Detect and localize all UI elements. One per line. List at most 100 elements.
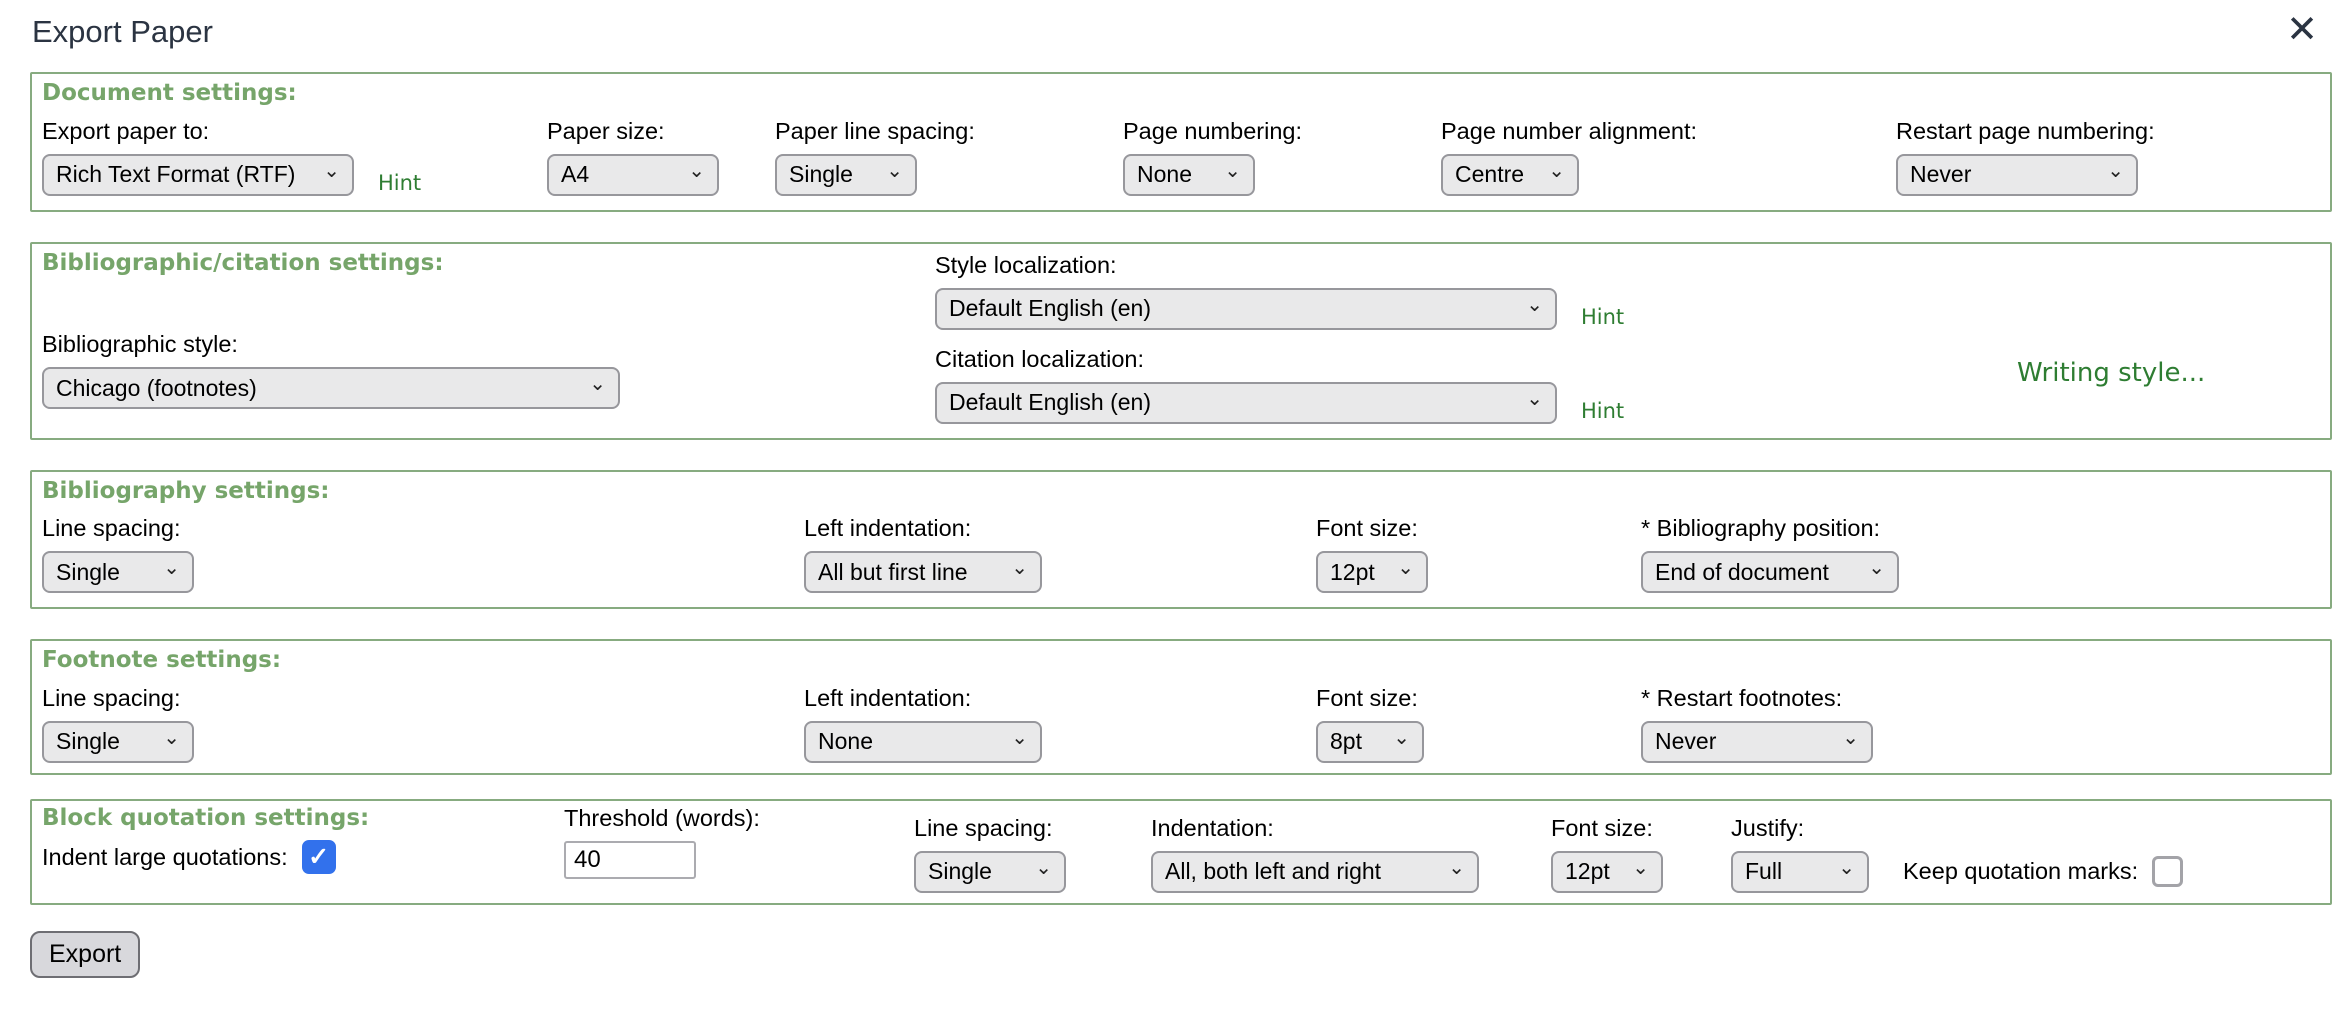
justify-value: Full [1745, 858, 1783, 885]
quotation-font-size-value: 12pt [1565, 858, 1610, 885]
chevron-down-icon: ⌄ [1397, 557, 1414, 580]
restart-page-numbering-select[interactable]: Never ⌄ [1896, 153, 2138, 196]
chevron-down-icon: ⌄ [2107, 159, 2124, 182]
paper-size-value: A4 [561, 161, 590, 188]
quotation-line-spacing-value: Single [928, 858, 992, 885]
page-numbering-value: None [1137, 161, 1192, 188]
citation-localization-hint-link[interactable]: Hint [1581, 398, 1625, 423]
writing-style-link[interactable]: Writing style... [2017, 357, 2206, 388]
bibliographic-style-select[interactable]: Chicago (footnotes) ⌄ [42, 367, 620, 410]
quotation-indentation-label: Indentation: [1151, 814, 1274, 841]
keep-quotation-marks-label: Keep quotation marks: [1903, 857, 2139, 884]
bibliography-line-spacing-label: Line spacing: [42, 515, 181, 542]
chevron-down-icon: ⌄ [1526, 293, 1543, 316]
bibliographic-style-label: Bibliographic style: [42, 331, 238, 358]
quotation-font-size-label: Font size: [1551, 814, 1653, 841]
quotation-font-size-select[interactable]: 12pt ⌄ [1551, 850, 1663, 893]
keep-quotation-marks-checkbox[interactable]: ✓ [2152, 855, 2184, 887]
chevron-down-icon: ⌄ [886, 159, 903, 182]
page-number-alignment-select[interactable]: Centre ⌄ [1441, 153, 1579, 196]
style-localization-label: Style localization: [935, 251, 1117, 278]
citation-localization-value: Default English (en) [949, 389, 1151, 416]
quotation-indentation-value: All, both left and right [1165, 858, 1382, 885]
chevron-down-icon: ⌄ [1035, 856, 1052, 879]
block-quotation-settings-section: Block quotation settings: Indent large q… [30, 798, 2332, 905]
chevron-down-icon: ⌄ [1448, 856, 1465, 879]
chevron-down-icon: ⌄ [688, 159, 705, 182]
restart-page-numbering-label: Restart page numbering: [1896, 117, 2155, 144]
export-paper-to-label: Export paper to: [42, 117, 210, 144]
footnote-font-size-label: Font size: [1316, 684, 1418, 711]
chevron-down-icon: ⌄ [1548, 159, 1565, 182]
footnote-font-size-value: 8pt [1330, 728, 1362, 755]
threshold-words-input[interactable] [564, 840, 696, 879]
chevron-down-icon: ⌄ [323, 159, 340, 182]
style-localization-hint-link[interactable]: Hint [1581, 304, 1625, 329]
bibliography-font-size-select[interactable]: 12pt ⌄ [1316, 551, 1428, 594]
page-title: Export Paper [32, 14, 213, 49]
footnote-line-spacing-select[interactable]: Single ⌄ [42, 720, 194, 763]
bibliography-left-indentation-select[interactable]: All but first line ⌄ [804, 551, 1042, 594]
chevron-down-icon: ⌄ [163, 557, 180, 580]
justify-label: Justify: [1731, 814, 1805, 841]
quotation-line-spacing-label: Line spacing: [914, 814, 1053, 841]
footnote-left-indentation-select[interactable]: None ⌄ [804, 720, 1042, 763]
chevron-down-icon: ⌄ [1842, 726, 1859, 749]
export-button[interactable]: Export [30, 930, 141, 978]
paper-line-spacing-select[interactable]: Single ⌄ [775, 153, 917, 196]
page-numbering-select[interactable]: None ⌄ [1123, 153, 1255, 196]
chevron-down-icon: ⌄ [589, 373, 606, 396]
footnote-settings-heading: Footnote settings: [42, 647, 282, 674]
bibliography-position-value: End of document [1655, 558, 1829, 585]
chevron-down-icon: ⌄ [1011, 726, 1028, 749]
block-quotation-settings-heading: Block quotation settings: [42, 804, 370, 831]
restart-footnotes-select[interactable]: Never ⌄ [1641, 720, 1873, 763]
export-paper-to-select[interactable]: Rich Text Format (RTF) ⌄ [42, 153, 354, 196]
bibliography-settings-heading: Bibliography settings: [42, 477, 330, 504]
chevron-down-icon: ⌄ [1526, 387, 1543, 410]
bibliography-line-spacing-value: Single [56, 558, 120, 585]
justify-select[interactable]: Full ⌄ [1731, 850, 1869, 893]
close-icon[interactable]: ✕ [2286, 7, 2318, 51]
bibliography-left-indentation-value: All but first line [818, 558, 968, 585]
indent-large-quotations-label: Indent large quotations: [42, 843, 288, 870]
footnote-settings-section: Footnote settings: Line spacing: Single … [30, 639, 2332, 775]
chevron-down-icon: ⌄ [1632, 856, 1649, 879]
bibliographic-style-value: Chicago (footnotes) [56, 374, 257, 401]
chevron-down-icon: ⌄ [1838, 856, 1855, 879]
bibliography-font-size-value: 12pt [1330, 558, 1375, 585]
bibliography-line-spacing-select[interactable]: Single ⌄ [42, 551, 194, 594]
bibliographic-citation-settings-heading: Bibliographic/citation settings: [42, 249, 444, 276]
bibliography-position-label: * Bibliography position: [1641, 515, 1881, 542]
paper-line-spacing-label: Paper line spacing: [775, 117, 975, 144]
indent-large-quotations-checkbox[interactable]: ✓ [301, 840, 336, 875]
citation-localization-select[interactable]: Default English (en) ⌄ [935, 381, 1557, 424]
footnote-left-indentation-value: None [818, 728, 873, 755]
paper-size-select[interactable]: A4 ⌄ [547, 153, 719, 196]
export-paper-to-hint-link[interactable]: Hint [378, 170, 422, 195]
check-icon: ✓ [308, 842, 330, 871]
footnote-line-spacing-value: Single [56, 728, 120, 755]
restart-page-numbering-value: Never [1910, 161, 1972, 188]
export-paper-to-value: Rich Text Format (RTF) [56, 161, 296, 188]
bibliography-left-indentation-label: Left indentation: [804, 515, 972, 542]
page-number-alignment-label: Page number alignment: [1441, 117, 1698, 144]
bibliography-font-size-label: Font size: [1316, 515, 1418, 542]
bibliography-settings-section: Bibliography settings: Line spacing: Sin… [30, 469, 2332, 610]
chevron-down-icon: ⌄ [1011, 557, 1028, 580]
chevron-down-icon: ⌄ [163, 726, 180, 749]
page-number-alignment-value: Centre [1455, 161, 1525, 188]
restart-footnotes-value: Never [1655, 728, 1717, 755]
style-localization-select[interactable]: Default English (en) ⌄ [935, 287, 1557, 330]
chevron-down-icon: ⌄ [1393, 726, 1410, 749]
style-localization-value: Default English (en) [949, 295, 1151, 322]
quotation-indentation-select[interactable]: All, both left and right ⌄ [1151, 850, 1479, 893]
bibliographic-citation-settings-section: Bibliographic/citation settings: Bibliog… [30, 241, 2332, 440]
bibliography-position-select[interactable]: End of document ⌄ [1641, 551, 1899, 594]
page-numbering-label: Page numbering: [1123, 117, 1302, 144]
chevron-down-icon: ⌄ [1868, 557, 1885, 580]
footnote-font-size-select[interactable]: 8pt ⌄ [1316, 720, 1424, 763]
footnote-left-indentation-label: Left indentation: [804, 684, 972, 711]
quotation-line-spacing-select[interactable]: Single ⌄ [914, 850, 1066, 893]
document-settings-heading: Document settings: [42, 80, 297, 106]
